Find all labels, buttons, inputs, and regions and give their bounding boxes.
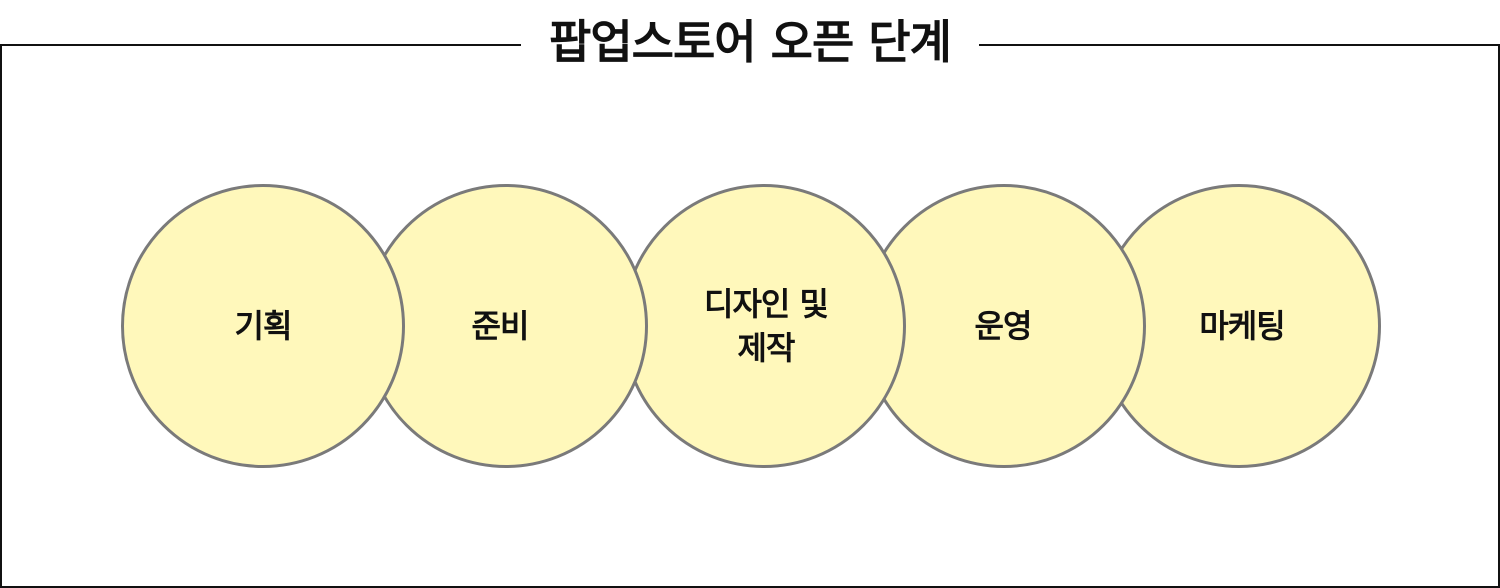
step-circle-planning [121, 184, 405, 468]
step-label-marketing: 마케팅 [1199, 307, 1285, 345]
step-label-operation: 운영 [974, 307, 1033, 345]
step-label-design: 디자인 및 제작 [704, 285, 829, 367]
diagram-title: 팝업스토어 오픈 단계 [521, 10, 979, 74]
step-circle-design [622, 184, 906, 468]
title-area: 팝업스토어 오픈 단계 [0, 10, 1500, 74]
step-label-planning: 기획 [234, 307, 293, 345]
step-label-preparation: 준비 [471, 307, 530, 345]
step-circle-operation [862, 184, 1146, 468]
